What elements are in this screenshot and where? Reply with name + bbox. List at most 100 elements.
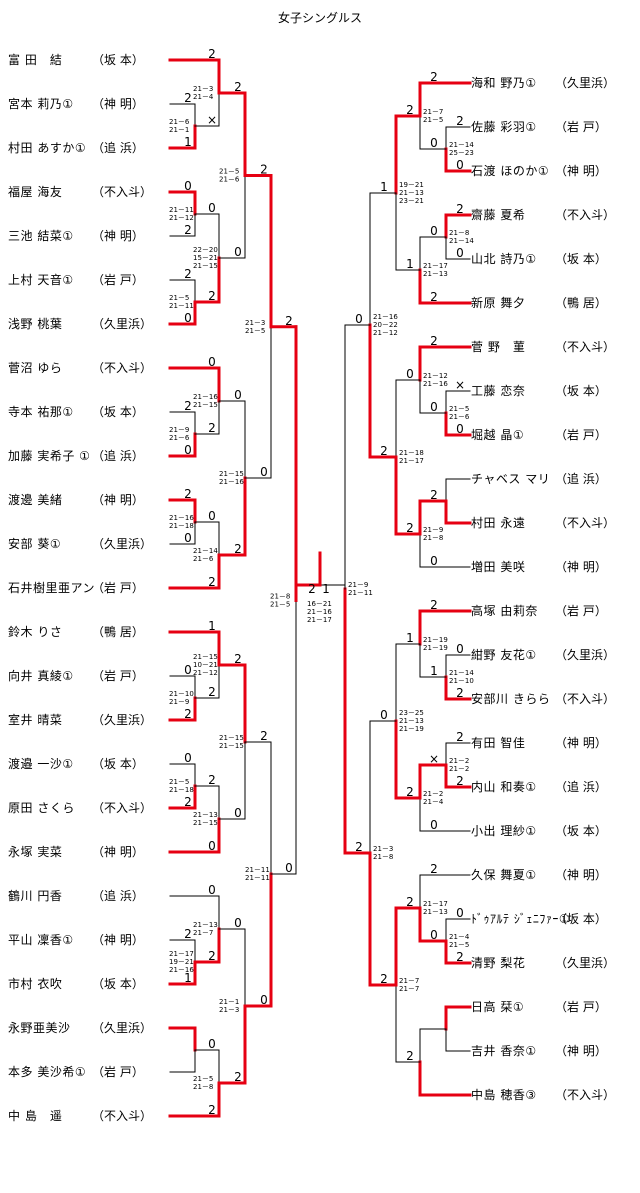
set-score: 21－18 [169, 786, 194, 794]
match-point: 0 [208, 1037, 216, 1051]
match-point: 1 [380, 180, 388, 194]
match-point: 2 [456, 114, 464, 128]
match-point: 0 [430, 554, 438, 568]
player-name: 石渡 ほのか① [471, 164, 550, 178]
player-team: （坂 本） [92, 53, 144, 67]
set-score: 23－25 [399, 709, 424, 717]
match-point: 0 [184, 663, 192, 677]
player-team: （坂 本） [555, 384, 607, 398]
match-point: 2 [380, 972, 388, 986]
player-team: （久里浜） [92, 317, 153, 331]
set-score: 21－8 [270, 592, 290, 600]
player-team: （神 明） [92, 229, 144, 243]
player-name: 永塚 実菜 [8, 845, 63, 859]
match-point: 1 [406, 257, 414, 271]
match-point: 2 [184, 91, 192, 105]
set-score: 16－21 [307, 600, 332, 608]
player-team: （不入斗） [92, 801, 153, 815]
player-name: 日高 栞① [471, 1000, 525, 1014]
player-team: （坂 本） [92, 757, 144, 771]
set-score: 21－17 [399, 457, 424, 465]
player-name: 吉井 香奈① [471, 1044, 537, 1058]
player-team: （神 明） [92, 845, 144, 859]
player-team: （神 明） [92, 97, 144, 111]
match-point: 2 [184, 487, 192, 501]
set-score: 21－5 [169, 294, 189, 302]
player-name: 石井樹里亜アン [8, 581, 96, 595]
match-point: 2 [406, 1049, 414, 1063]
player-name: 齋藤 夏希 [471, 208, 526, 222]
match-point: 0 [208, 883, 216, 897]
player-team: （不入斗） [555, 516, 616, 530]
set-score: 21－10 [169, 690, 194, 698]
player-name: 中 島 遥 [8, 1109, 63, 1123]
player-name: 鈴木 りさ [8, 625, 63, 639]
player-team: （追 浜） [92, 889, 144, 903]
player-name: 向井 真綾① [8, 669, 74, 683]
match-point: 2 [456, 202, 464, 216]
match-point: 0 [184, 531, 192, 545]
set-score: 21－17 [423, 262, 448, 270]
set-score: 21－8 [423, 534, 443, 542]
player-name: 村田 あすか① [8, 141, 87, 155]
player-team: （岩 戸） [92, 581, 144, 595]
set-score: 21－18 [169, 522, 194, 530]
player-team: （不入斗） [555, 208, 616, 222]
player-name: 菅 野 菫 [471, 340, 526, 354]
set-score: 21－10 [449, 677, 474, 685]
player-name: 上村 天音① [8, 273, 74, 287]
set-score: 21－12 [373, 329, 398, 337]
match-point: 0 [285, 861, 293, 875]
player-name: 加藤 実希子 ① [8, 449, 91, 463]
set-score: 21－19 [423, 644, 448, 652]
match-point: 2 [208, 289, 216, 303]
set-score: 21－9 [423, 526, 443, 534]
set-score: 21－7 [423, 108, 443, 116]
player-team: （岩 戸） [555, 1000, 607, 1014]
match-point: 0 [234, 916, 242, 930]
player-name: 清野 梨花 [471, 956, 526, 970]
set-score: 21－13 [193, 921, 218, 929]
match-point: 0 [184, 179, 192, 193]
match-point: 2 [260, 729, 268, 743]
player-name: 浅野 桃葉 [8, 317, 63, 331]
player-team: （岩 戸） [92, 669, 144, 683]
player-name: チャベス マリ [471, 472, 551, 486]
player-team: （岩 戸） [92, 273, 144, 287]
match-point: 0 [456, 158, 464, 172]
set-score: 21－8 [449, 229, 469, 237]
set-score: 21－5 [219, 168, 239, 176]
match-point: 0 [456, 642, 464, 656]
set-score: 21－15 [219, 742, 244, 750]
set-score: 21－16 [423, 380, 448, 388]
set-score: 21－3 [245, 319, 265, 327]
match-point: 2 [430, 598, 438, 612]
match-point: 0 [456, 422, 464, 436]
set-score: 25－23 [449, 149, 474, 157]
set-score: 21－5 [169, 778, 189, 786]
player-name: 福屋 海友 [8, 185, 63, 199]
set-score: 21－11 [348, 589, 373, 597]
player-name: 中島 穂香③ [471, 1088, 537, 1102]
player-team: （神 明） [92, 933, 144, 947]
set-score: 21－8 [193, 1083, 213, 1091]
player-name: 新原 舞夕 [471, 296, 526, 310]
player-team: （坂 本） [555, 252, 607, 266]
page-title: 女子シングルス [277, 11, 362, 25]
match-point: 2 [308, 582, 316, 596]
match-point: 2 [406, 895, 414, 909]
match-point: 0 [260, 993, 268, 1007]
set-score: 21－12 [423, 372, 448, 380]
player-team: （追 浜） [555, 780, 607, 794]
match-point: 1 [184, 971, 192, 985]
set-score: 21－12 [193, 669, 218, 677]
set-score: 21－4 [193, 93, 214, 101]
match-point: 2 [430, 334, 438, 348]
match-point: 2 [234, 80, 242, 94]
player-team: （岩 戸） [555, 604, 607, 618]
match-point: 0 [184, 311, 192, 325]
player-name: 菅沼 ゆら [8, 361, 63, 375]
match-point: 2 [456, 686, 464, 700]
match-point: 0 [406, 367, 414, 381]
set-score: 21－13 [423, 908, 448, 916]
